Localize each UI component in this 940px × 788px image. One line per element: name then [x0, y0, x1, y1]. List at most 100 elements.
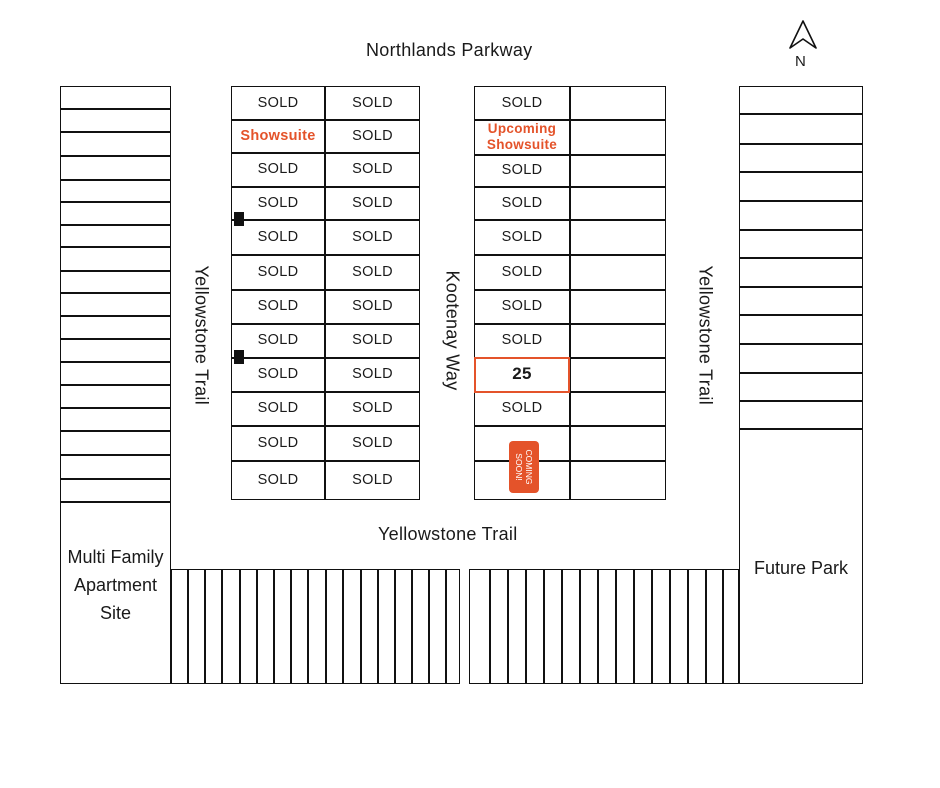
- lot-empty[interactable]: [570, 357, 666, 391]
- lot-empty[interactable]: [570, 154, 666, 186]
- lot-line: [60, 315, 171, 317]
- lot-cell[interactable]: SOLD: [257, 400, 299, 416]
- lot-cell[interactable]: SOLD: [352, 472, 393, 488]
- lot-line: [60, 131, 171, 133]
- lot-empty[interactable]: [570, 219, 666, 254]
- lot-cell[interactable]: SOLD: [501, 94, 543, 111]
- lot-line: [60, 384, 171, 386]
- lot-line: [60, 501, 171, 503]
- lot-upcoming-showsuite[interactable]: Upcoming Showsuite: [486, 120, 558, 152]
- lot-line: [60, 292, 171, 294]
- future-park-block: [739, 86, 863, 684]
- lot-line: [290, 569, 292, 684]
- lot-line: [428, 569, 430, 684]
- lot-cell[interactable]: SOLD: [257, 228, 299, 245]
- lot-25[interactable]: 25: [512, 364, 532, 383]
- lot-empty[interactable]: [570, 86, 666, 119]
- lot-cell[interactable]: SOLD: [352, 161, 393, 177]
- lot-empty[interactable]: [570, 391, 666, 425]
- lot-line: [615, 569, 617, 684]
- lot-empty[interactable]: [570, 186, 666, 219]
- lot-line: [739, 428, 863, 430]
- lot-cell[interactable]: SOLD: [257, 472, 299, 488]
- lot-line: [204, 569, 206, 684]
- lot-line: [231, 391, 420, 393]
- street-yellowstone-trail-east: Yellowstone Trail: [695, 265, 716, 406]
- lot-empty[interactable]: [570, 460, 666, 500]
- lot-line: [231, 119, 420, 121]
- lot-cell[interactable]: SOLD: [501, 228, 543, 245]
- lot-empty[interactable]: [570, 119, 666, 154]
- lot-empty[interactable]: [570, 425, 666, 460]
- lot-line: [739, 200, 863, 202]
- lot-line: [739, 171, 863, 173]
- lot-cell[interactable]: SOLD: [352, 94, 393, 111]
- lot-cell[interactable]: SOLD: [501, 263, 543, 280]
- south-lots-east: [469, 569, 739, 684]
- lot-cell[interactable]: SOLD: [352, 332, 393, 348]
- lot-line: [474, 119, 666, 121]
- lot-cell[interactable]: SOLD: [352, 194, 393, 211]
- lot-cell[interactable]: SOLD: [352, 434, 393, 451]
- lot-line: [474, 186, 666, 188]
- lot-cell[interactable]: SOLD: [352, 366, 393, 382]
- lot-showsuite[interactable]: Showsuite: [240, 127, 316, 144]
- south-lots-west: [171, 569, 460, 684]
- lot-cell[interactable]: SOLD: [257, 194, 299, 211]
- lot-line: [669, 569, 671, 684]
- lot-line: [474, 357, 666, 359]
- lot-cell[interactable]: SOLD: [257, 263, 299, 280]
- lot-line: [231, 323, 420, 325]
- lot-empty[interactable]: [570, 254, 666, 289]
- lot-empty[interactable]: [570, 289, 666, 323]
- street-northlands-parkway: Northlands Parkway: [366, 40, 533, 60]
- lot-line: [307, 569, 309, 684]
- lot-line: [739, 343, 863, 345]
- lot-cell[interactable]: SOLD: [352, 127, 393, 144]
- lot-cell[interactable]: SOLD: [352, 400, 393, 416]
- lot-line: [231, 460, 420, 462]
- lot-line: [474, 289, 666, 291]
- lot-line: [377, 569, 379, 684]
- north-arrow-icon: [788, 20, 818, 52]
- lot-line: [60, 430, 171, 432]
- lot-empty[interactable]: [570, 323, 666, 357]
- lot-cell[interactable]: SOLD: [352, 298, 393, 314]
- east-block-divider: [569, 86, 571, 500]
- lot-line: [739, 257, 863, 259]
- lot-line: [231, 186, 420, 188]
- lot-cell[interactable]: SOLD: [501, 194, 543, 211]
- lot-line: [739, 229, 863, 231]
- lot-line: [60, 201, 171, 203]
- highlighted-lot-25[interactable]: [474, 357, 570, 393]
- lot-cell[interactable]: SOLD: [257, 332, 299, 348]
- lot-cell[interactable]: SOLD: [501, 332, 543, 348]
- street-yellowstone-trail-south: Yellowstone Trail: [378, 524, 518, 544]
- lot-line: [739, 400, 863, 402]
- west-block-divider: [324, 86, 326, 500]
- lot-cell[interactable]: SOLD: [257, 161, 299, 177]
- lot-cell[interactable]: SOLD: [352, 228, 393, 245]
- lot-line: [474, 323, 666, 325]
- lot-cell[interactable]: SOLD: [352, 263, 393, 280]
- lot-line: [474, 254, 666, 256]
- lot-line: [474, 391, 666, 393]
- lot-line: [474, 219, 666, 221]
- lot-line: [474, 460, 666, 462]
- lot-line: [221, 569, 223, 684]
- lot-cell[interactable]: SOLD: [501, 298, 543, 314]
- lot-cell[interactable]: SOLD: [257, 94, 299, 111]
- lot-line: [507, 569, 509, 684]
- lot-cell[interactable]: SOLD: [257, 366, 299, 382]
- lot-cell[interactable]: SOLD: [501, 162, 543, 178]
- lot-line: [231, 254, 420, 256]
- lot-line: [342, 569, 344, 684]
- lot-line: [445, 569, 447, 684]
- lot-line: [231, 219, 420, 221]
- lot-cell[interactable]: SOLD: [257, 434, 299, 451]
- lot-cell[interactable]: SOLD: [501, 400, 543, 416]
- lot-line: [411, 569, 413, 684]
- lot-line: [60, 155, 171, 157]
- lot-cell[interactable]: SOLD: [257, 298, 299, 314]
- lot-line: [394, 569, 396, 684]
